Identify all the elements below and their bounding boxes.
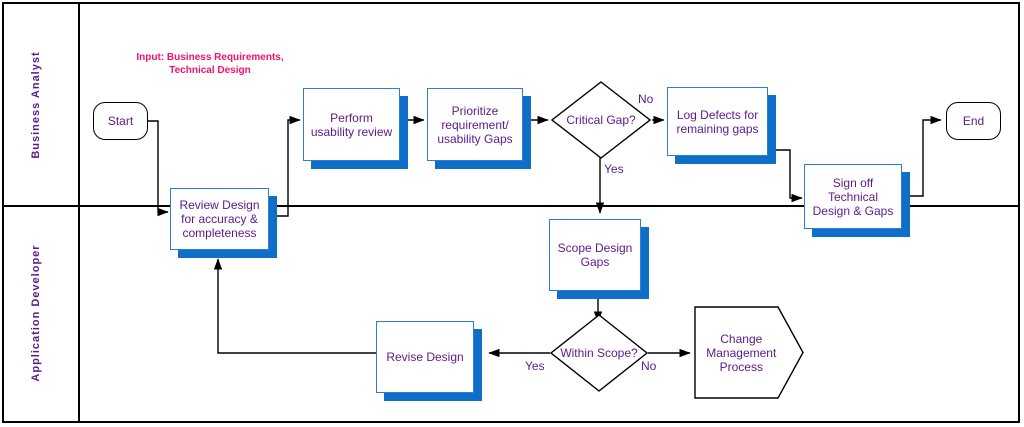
node-start-label: Start xyxy=(107,114,134,128)
node-within-scope-label: Within Scope? xyxy=(560,346,638,360)
node-end-label: End xyxy=(962,114,985,128)
node-revise-design[interactable]: Revise Design xyxy=(376,321,474,393)
edge-label-within-scope-yes: Yes xyxy=(525,359,545,373)
lane-label-application-developer: Application Developer xyxy=(30,244,42,382)
node-prioritize[interactable]: Prioritize requirement/ usability Gaps xyxy=(427,88,523,161)
edge-label-within-scope-no: No xyxy=(641,359,657,373)
lane-label-business-analyst: Business Analyst xyxy=(30,51,42,159)
node-within-scope[interactable]: Within Scope? xyxy=(550,314,648,392)
node-sign-off-label: Sign off Technical Design & Gaps xyxy=(812,175,894,218)
lane-label-column-divider xyxy=(78,2,80,423)
node-critical-gap-label: Critical Gap? xyxy=(566,113,636,127)
node-scope-design-gaps[interactable]: Scope Design Gaps xyxy=(549,219,641,291)
node-log-defects[interactable]: Log Defects for remaining gaps xyxy=(667,87,768,156)
node-sign-off[interactable]: Sign off Technical Design & Gaps xyxy=(804,164,902,229)
node-perform-usability[interactable]: Perform usability review xyxy=(303,88,400,161)
node-log-defects-label: Log Defects for remaining gaps xyxy=(676,107,759,136)
node-perform-usability-label: Perform usability review xyxy=(310,110,393,139)
node-prioritize-label: Prioritize requirement/ usability Gaps xyxy=(437,103,513,146)
node-scope-design-gaps-label: Scope Design Gaps xyxy=(557,241,633,269)
node-critical-gap[interactable]: Critical Gap? xyxy=(551,81,651,159)
node-change-management-label: Change Management Process xyxy=(706,331,777,374)
node-revise-design-label: Revise Design xyxy=(386,350,464,364)
node-review-design-label: Review Design for accuracy & completenes… xyxy=(179,198,260,240)
annotation-input-note: Input: Business Requirements, Technical … xyxy=(136,52,284,76)
node-start[interactable]: Start xyxy=(93,102,148,140)
node-end[interactable]: End xyxy=(946,102,1001,140)
node-review-design[interactable]: Review Design for accuracy & completenes… xyxy=(170,188,269,250)
node-change-management[interactable]: Change Management Process xyxy=(694,306,804,399)
lane-divider-horizontal xyxy=(2,205,1020,207)
edge-label-critical-gap-yes: Yes xyxy=(604,162,624,176)
edge-label-critical-gap-no: No xyxy=(638,92,654,106)
